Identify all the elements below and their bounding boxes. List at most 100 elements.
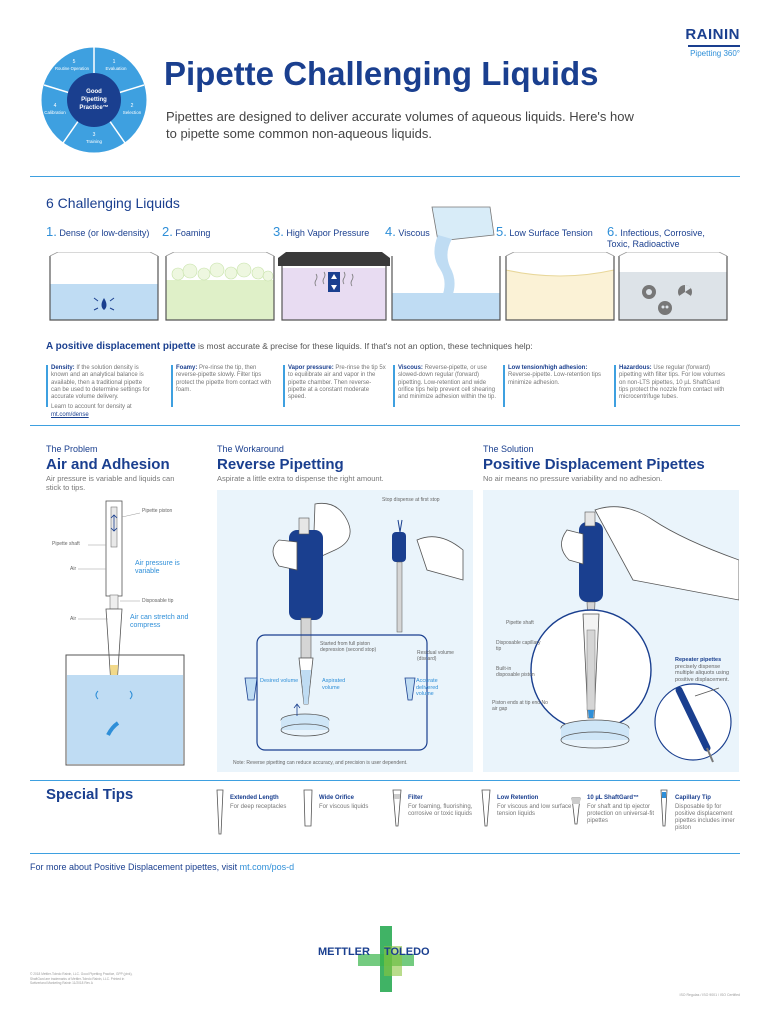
label-air: Air [70, 566, 77, 572]
label-desired-volume: Desired volume [260, 678, 299, 684]
wheel-step-label: Calibration [44, 110, 66, 115]
technique-bar [283, 365, 285, 407]
tip-text: For viscous and low surface tension liqu… [497, 804, 572, 817]
pos-d-link[interactable]: mt.com/pos-d [239, 862, 295, 872]
liquid-label-foaming: 2. Foaming [162, 224, 277, 239]
wheel-divider [117, 84, 145, 94]
wheel-step-num: 4 [54, 103, 57, 109]
liquid-label-vapor: 3. High Vapor Pressure [273, 224, 388, 239]
tip-wide-orifice-icon [303, 789, 313, 827]
special-tips-heading: Special Tips [46, 786, 134, 803]
liquid-num: 5. [496, 224, 507, 239]
label-stop-first: Stop dispense at first stop [382, 497, 440, 503]
liquid-num: 6. [607, 224, 618, 239]
wheel-center-line: Pipetting [81, 97, 107, 103]
tip-low-retention-icon [481, 789, 491, 827]
technique-text: Use regular (forward) pipetting with fil… [619, 365, 726, 401]
tip-text: For deep receptacles [230, 804, 287, 810]
tip-shaftgard: 10 µL ShaftGard™ For shaft and tip ejecto… [587, 795, 667, 825]
density-link[interactable]: mt.com/dense [51, 411, 89, 418]
technique-viscous: Viscous: Reverse-pipette, or use slowed-… [393, 365, 497, 407]
technique-foamy: Foamy: Pre-rinse the tip, then reverse-p… [171, 365, 275, 407]
foam-bubbles [171, 262, 274, 282]
label-no-air-gap: Piston ends at tip end No air gap [492, 700, 548, 712]
pd-strong: A positive displacement pipette [46, 341, 196, 352]
tip-title: Wide Orifice [319, 795, 354, 801]
logo-left: METTLER [318, 946, 370, 958]
liquid-label-viscous: 4. Viscous [385, 224, 500, 239]
liquid-name: High Vapor Pressure [286, 228, 370, 238]
pipette-body [289, 530, 323, 620]
solution-title: Positive Displacement Pipettes [483, 456, 705, 473]
wheel-step-num: 1 [113, 59, 116, 65]
technique-bar [46, 365, 48, 407]
technique-text: Reverse-pipette, or use slowed-down regu… [398, 365, 497, 401]
liquid-num: 2. [162, 224, 173, 239]
wheel-step-num: 2 [131, 103, 134, 109]
liquid-name: Low Surface Tension [509, 228, 593, 238]
tip-capillary-icon [660, 789, 668, 827]
plunger-button [584, 511, 596, 527]
repeater-text: precisely dispense multiple aliquots usi… [675, 663, 730, 683]
technique-title: Low tension/high adhesion: [508, 365, 588, 371]
page-intro: Pipettes are designed to deliver accurat… [166, 109, 634, 141]
solution-kicker: The Solution [483, 444, 534, 454]
mettler-toledo-cross-icon [358, 926, 414, 992]
tip-filter-icon [392, 789, 402, 827]
glove-hand [594, 506, 739, 601]
brand-sub: Pipetting 360° [690, 49, 740, 58]
page-title: Pipette Challenging Liquids [164, 55, 599, 92]
tank-dense [49, 252, 159, 321]
technique-title: Vapor pressure: [288, 365, 334, 371]
liquid-name: Viscous [398, 228, 430, 238]
technique-extra: Learn to account for density at [51, 404, 132, 411]
problem-desc: Air pressure is variable and liquids can… [46, 474, 175, 492]
beaker-icon [431, 206, 495, 242]
liquid-num: 3. [273, 224, 284, 239]
wheel-center [67, 73, 121, 127]
liquid-name: Infectious, Corrosive, Toxic, Radioactiv… [607, 228, 705, 249]
problem-kicker: The Problem [46, 444, 98, 454]
brand-name: RAININ [685, 26, 740, 43]
note-air-pressure: Air pressure is variable [135, 560, 180, 575]
accurate-volume-tip [404, 677, 416, 701]
workaround-note: Note: Reverse pipetting can reduce accur… [233, 760, 408, 766]
tip-text: For shaft and tip ejector protection on … [587, 804, 655, 824]
disposable-piston [586, 629, 596, 711]
wheel-step-num: 3 [93, 132, 96, 138]
tip-shaftgard-icon [571, 797, 581, 825]
section-divider [30, 425, 740, 426]
brand-bar [688, 45, 740, 47]
pd-statement: A positive displacement pipette is most … [46, 341, 533, 352]
liquid-label-hazardous: 6. Infectious, Corrosive, Toxic, Radioac… [607, 224, 727, 250]
liquid-fill [506, 270, 614, 320]
liquid-num: 1. [46, 224, 57, 239]
section-divider [30, 176, 740, 177]
technique-text: Pre-rinse the tip 5x to equilibrate air … [288, 365, 386, 401]
wheel-divider [62, 119, 80, 144]
liquid-label-surface: 5. Low Surface Tension [496, 224, 611, 239]
liquid-num: 4. [385, 224, 396, 239]
liquid-fill [392, 293, 500, 320]
liquid-fill [619, 272, 727, 320]
label-residual: Residual volume (discard) [417, 650, 454, 662]
desired-volume-tip [244, 677, 258, 701]
wheel-step-label: Routine Operation [55, 66, 90, 71]
tank-low-surface-tension [505, 252, 615, 321]
technique-bar [393, 365, 395, 407]
wheel-divider [108, 119, 126, 144]
plunger-button [298, 517, 310, 535]
repeater-title: Repeater pipettes [675, 657, 722, 663]
tip-title: 10 µL ShaftGard™ [587, 795, 640, 801]
section-divider [30, 780, 740, 781]
workaround-kicker: The Workaround [217, 444, 284, 454]
challenging-heading: 6 Challenging Liquids [46, 195, 180, 211]
tip-extended-icon [216, 789, 224, 835]
liquid-fill [166, 280, 274, 320]
tip-title: Filter [408, 795, 423, 801]
tip-text: For viscous liquids [319, 804, 369, 810]
